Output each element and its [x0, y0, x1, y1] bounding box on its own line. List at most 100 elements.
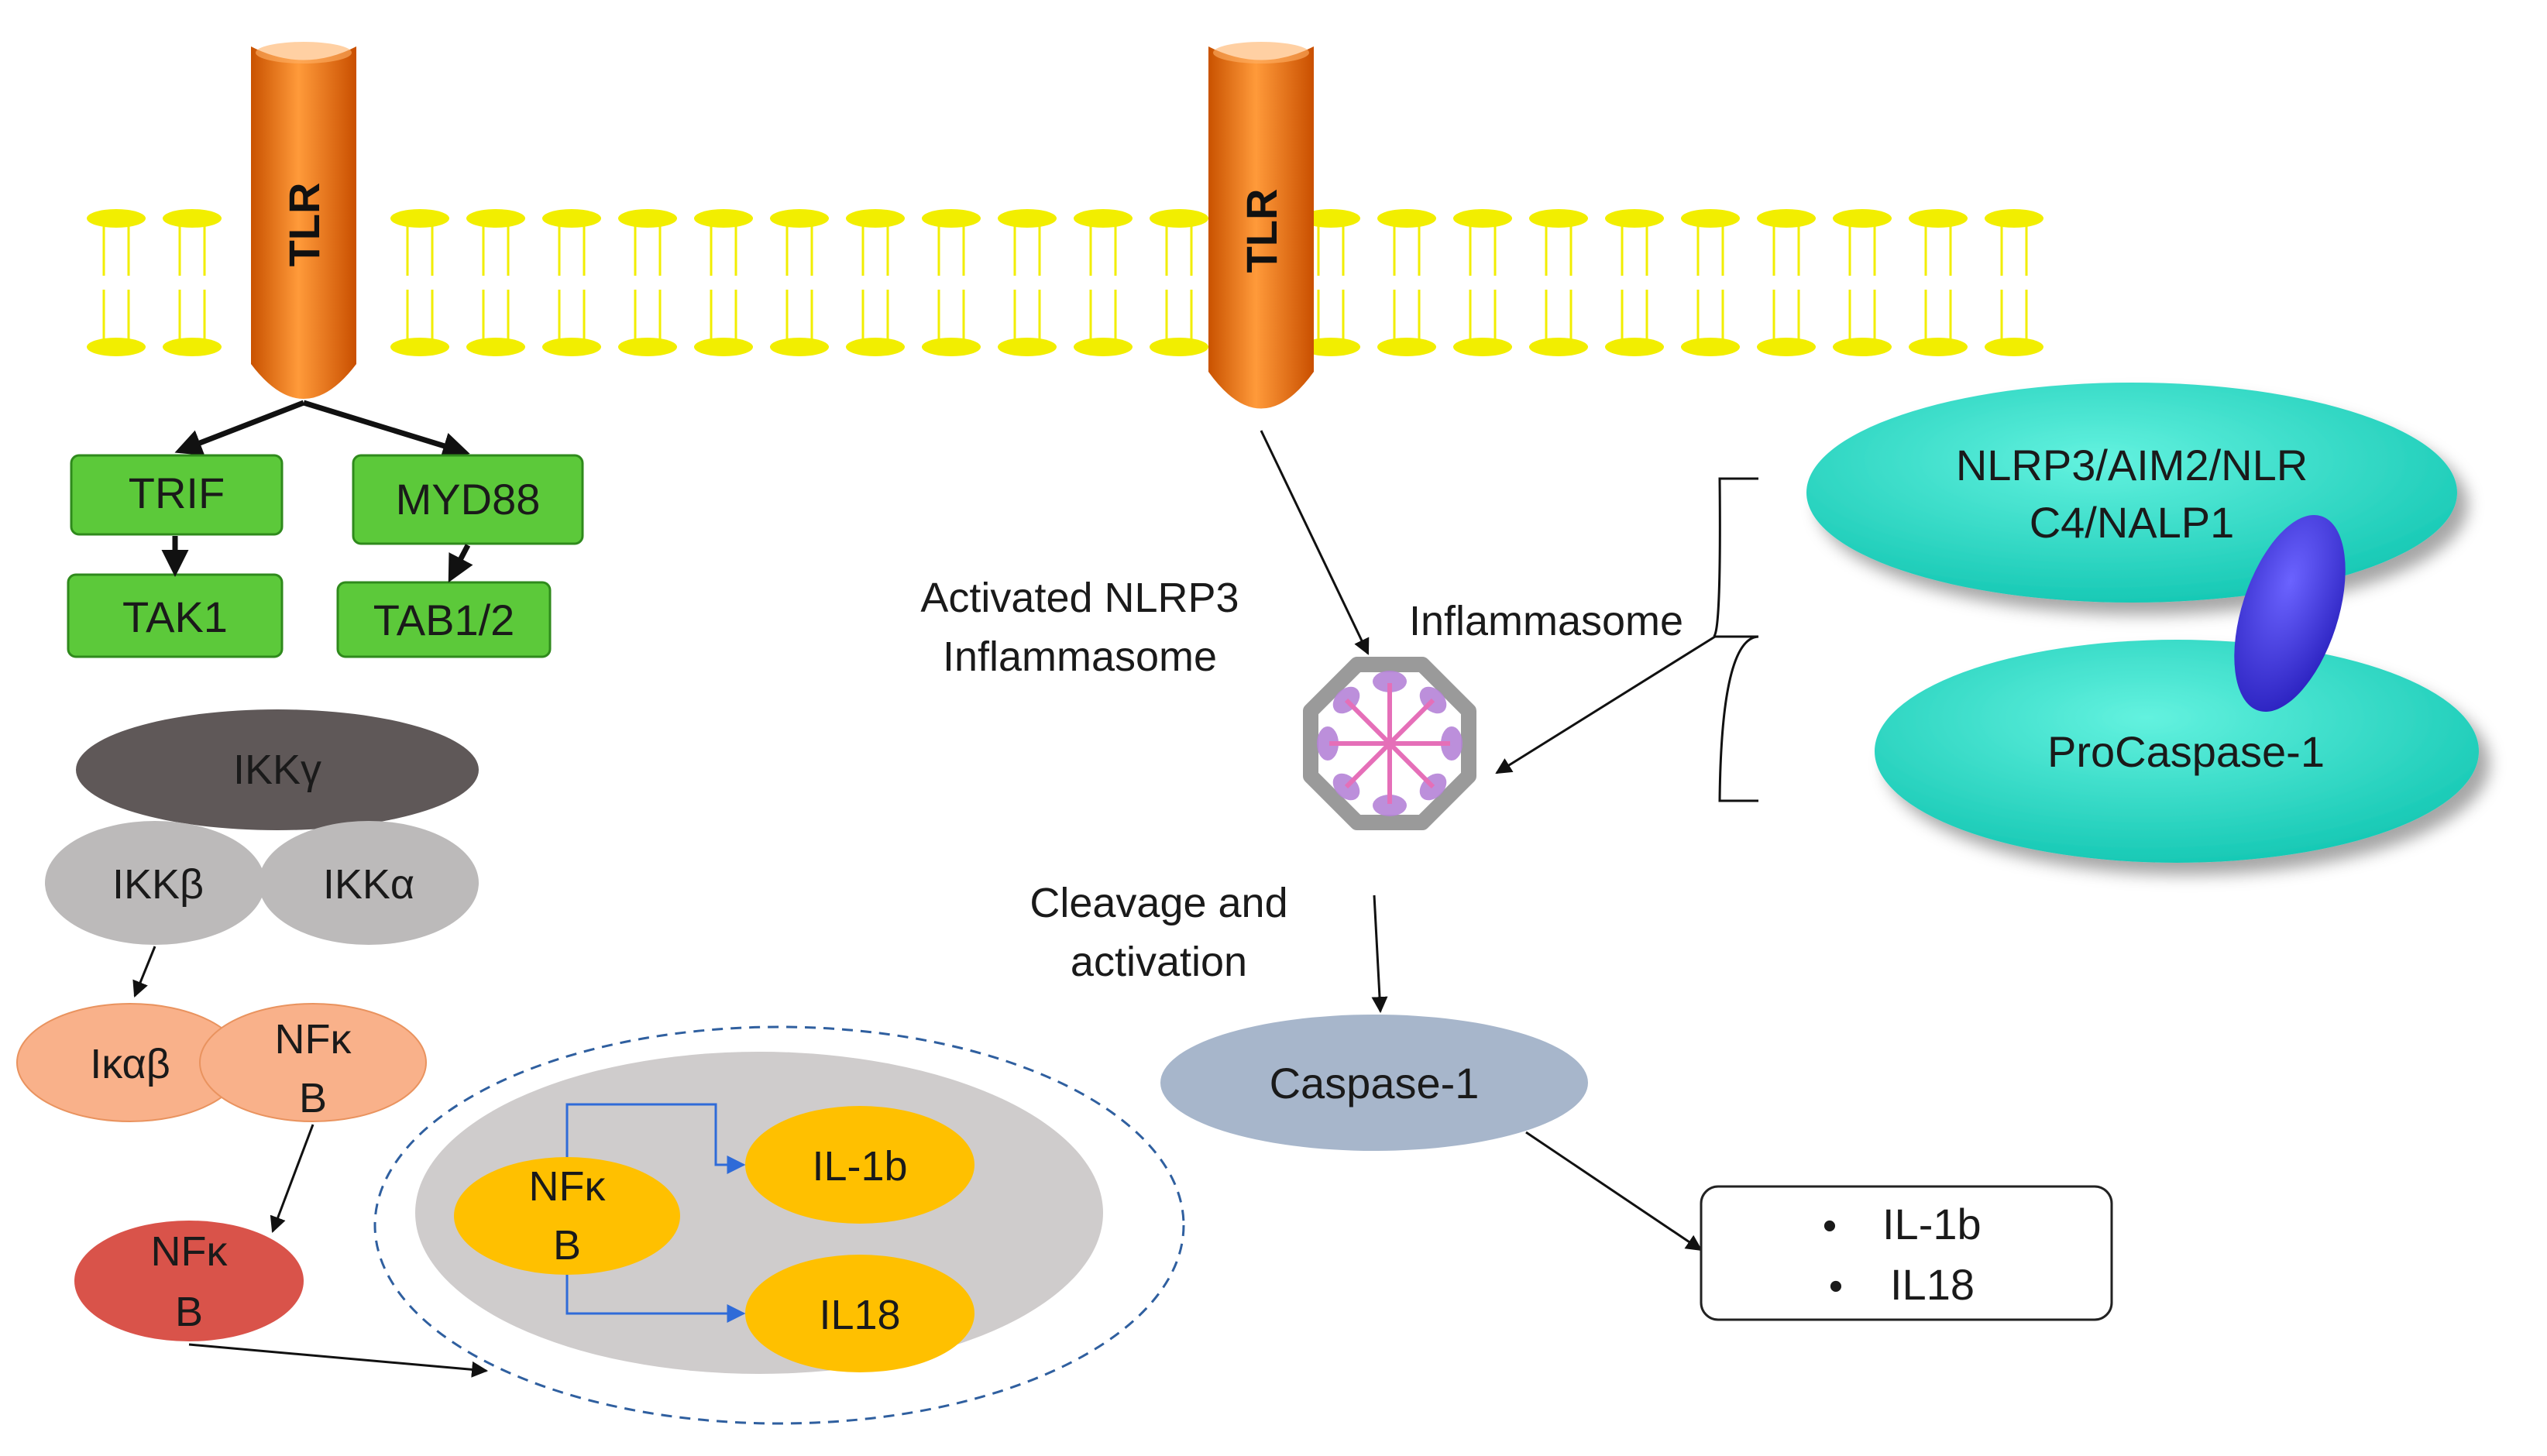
tlr-branch-arrows	[174, 400, 470, 459]
lipid-head	[1909, 209, 1968, 228]
lipid-head	[1529, 338, 1588, 356]
nfkb-free-shape	[74, 1221, 304, 1341]
nfkb-free-label-1: NFκ	[151, 1228, 229, 1275]
caspase-1-shape	[1160, 1015, 1588, 1151]
lipid-head	[1377, 338, 1436, 356]
arrow-sensor-to-inflammasome	[1495, 635, 1716, 774]
procaspase-label: ProCaspase-1	[2047, 727, 2325, 776]
arrow-tlr-to-inflammasome	[1260, 430, 1370, 655]
lipid-head	[1453, 209, 1512, 228]
lipid-head	[1301, 338, 1360, 356]
lipid-head	[1150, 209, 1208, 228]
lipid-head	[1681, 209, 1740, 228]
sensor-bracket	[1713, 477, 1759, 802]
procaspase-shape	[1875, 640, 2479, 863]
arrow-nfkb-to-nucleus	[188, 1343, 489, 1378]
lipid-head	[466, 209, 525, 228]
tlr-label-right: TLR	[1237, 189, 1286, 273]
sensor-complex: NLRP3/AIM2/NLR C4/NALP1 ProCaspase-1	[1806, 383, 2479, 863]
ikab-nfkb-complex: Iκαβ NFκ B	[16, 1003, 427, 1122]
lipid-head	[1681, 338, 1740, 356]
nfkb-nuclear-label-1: NFκ	[529, 1163, 607, 1210]
lipid-head	[1377, 209, 1436, 228]
nfkb-nuclear-shape	[454, 1157, 680, 1275]
output-item-il18: IL18	[1890, 1260, 1975, 1309]
nlrp3-sensor-shape	[1806, 383, 2457, 603]
arrow-nfkb-to-il18	[565, 1275, 746, 1323]
arrow-tlr-to-trif	[174, 400, 305, 456]
lipid-head	[1150, 338, 1208, 356]
il18-gene-label: IL18	[819, 1292, 900, 1338]
lipid-head	[770, 209, 829, 228]
nfkb-free: NFκ B	[74, 1221, 304, 1341]
inflammasome-ring-icon	[1303, 657, 1476, 830]
lipid-head	[87, 209, 146, 228]
lipid-head	[466, 338, 525, 356]
lipid-head	[390, 338, 449, 356]
arrow-complex-to-nfkb	[270, 1124, 315, 1233]
cleavage-label-1: Cleavage and	[1029, 880, 1287, 926]
activated-nlrp3-label-2: Inflammasome	[943, 634, 1217, 680]
lipid-head	[1605, 338, 1664, 356]
lipid-head	[694, 209, 753, 228]
nfkb-bound-label-1: NFκ	[275, 1016, 352, 1063]
tab12-label: TAB1/2	[373, 596, 515, 644]
caspase-1: Caspase-1	[1160, 1015, 1588, 1151]
arrow-ikk-to-ikab	[132, 946, 156, 998]
lipid-head	[846, 209, 905, 228]
arrow-myd88-to-tab12	[448, 544, 473, 583]
lipid-head	[770, 338, 829, 356]
lipid-head	[1074, 209, 1133, 228]
nlrp3-sensor-label-1: NLRP3/AIM2/NLR	[1956, 441, 2308, 489]
lipid-head	[542, 338, 601, 356]
lipid-head	[542, 209, 601, 228]
lipid-head	[846, 338, 905, 356]
tlr-receptor-right: TLR	[1208, 42, 1314, 409]
nfkb-free-label-2: B	[175, 1289, 203, 1335]
lipid-head	[1985, 209, 2043, 228]
ikk-gamma-shape	[76, 709, 479, 830]
arrow-caspase-to-outputs	[1525, 1131, 1703, 1252]
myd88-box: MYD88	[352, 454, 584, 545]
nfkb-bound-shape	[199, 1003, 427, 1122]
activated-nlrp3-label-1: Activated NLRP3	[920, 575, 1239, 621]
lipid-head	[1757, 209, 1816, 228]
ikk-complex: IKKγ IKKβ IKKα	[45, 709, 479, 945]
lipid-head	[163, 338, 222, 356]
il1b-gene-shape	[745, 1106, 974, 1224]
caspase-1-label: Caspase-1	[1270, 1059, 1480, 1107]
lipid-head	[1909, 338, 1968, 356]
lipid-head	[1529, 209, 1588, 228]
lipid-head	[1757, 338, 1816, 356]
lipid-head	[1985, 338, 2043, 356]
trif-label: TRIF	[129, 469, 225, 517]
nucleus: NFκ B IL-1b IL18	[373, 1025, 1185, 1425]
ikab-label: Iκαβ	[90, 1041, 170, 1087]
adaptor-arrows	[161, 536, 473, 583]
lipid-head	[1605, 209, 1664, 228]
output-bullet-2: •	[1829, 1264, 1843, 1309]
lipid-head	[998, 338, 1057, 356]
nlrp3-sensor-label-2: C4/NALP1	[2030, 498, 2235, 547]
output-item-il1b: IL-1b	[1882, 1200, 1982, 1248]
lipid-head	[998, 209, 1057, 228]
trif-box: TRIF	[70, 454, 284, 536]
output-cytokines-box: • IL-1b • IL18	[1700, 1185, 2113, 1321]
cell-membrane	[87, 209, 2043, 356]
tlr-receptor-left: TLR	[251, 42, 356, 399]
myd88-label: MYD88	[396, 475, 541, 524]
nuclear-envelope	[373, 1025, 1185, 1425]
il18-gene-shape	[745, 1255, 974, 1372]
arrow-nfkb-to-il1b	[565, 1103, 746, 1174]
tlr-label-left: TLR	[280, 183, 328, 267]
lipid-head	[1833, 209, 1892, 228]
cleavage-label-2: activation	[1071, 939, 1247, 985]
nfkb-nuclear-label-2: B	[553, 1222, 581, 1269]
lipid-head	[922, 209, 981, 228]
inflammasome-label: Inflammasome	[1409, 598, 1683, 644]
lipid-head	[1074, 338, 1133, 356]
il1b-gene-label: IL-1b	[812, 1143, 907, 1190]
lipid-head	[163, 209, 222, 228]
lipid-head	[1301, 209, 1360, 228]
